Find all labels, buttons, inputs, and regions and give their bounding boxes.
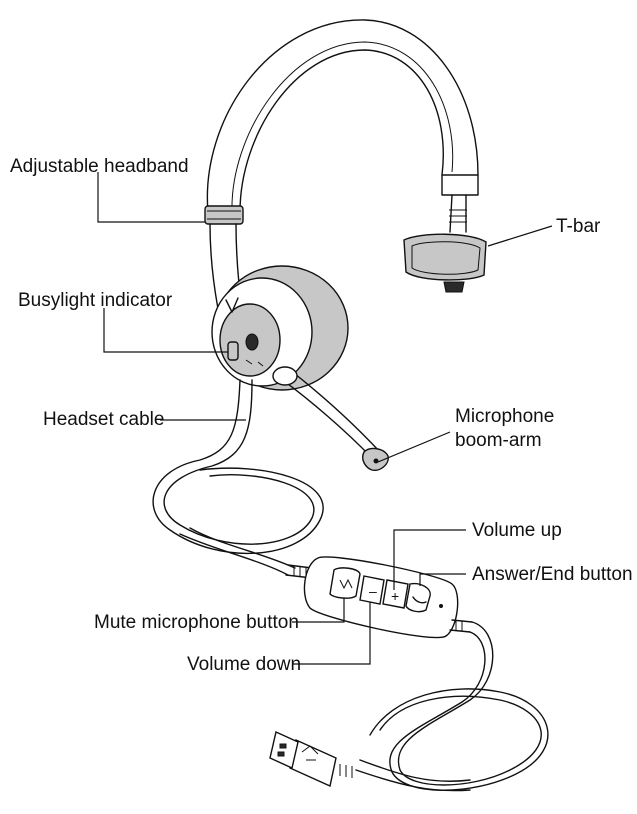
volume-down-button[interactable] <box>359 575 385 605</box>
busylight-led <box>227 341 239 361</box>
usb-cable <box>355 619 549 792</box>
label-t-bar: T-bar <box>556 216 601 237</box>
volume-down-symbol: – <box>369 583 377 599</box>
callout-labels: Adjustable headband T-bar Busylight indi… <box>10 156 633 675</box>
microphone-boom <box>272 366 389 471</box>
headband-slider <box>204 205 244 225</box>
label-volume-up: Volume up <box>472 520 562 541</box>
label-mute: Mute microphone button <box>94 612 299 633</box>
inline-controller: – + <box>303 556 459 639</box>
volume-up-symbol: + <box>391 588 399 604</box>
label-headset-cable: Headset cable <box>43 409 164 430</box>
label-answer-end: Answer/End button <box>472 564 633 585</box>
earpiece <box>211 265 349 391</box>
usb-plug <box>269 731 353 787</box>
label-boom-arm: boom-arm <box>455 430 542 451</box>
label-headband: Adjustable headband <box>10 156 189 177</box>
headset-cable <box>152 379 324 579</box>
volume-up-button[interactable] <box>382 579 409 609</box>
label-busylight: Busylight indicator <box>18 290 173 311</box>
t-bar <box>403 194 487 293</box>
mute-button[interactable] <box>329 567 361 599</box>
label-volume-down: Volume down <box>187 654 301 675</box>
label-microphone: Microphone <box>455 406 554 427</box>
controller-led <box>439 604 443 608</box>
leader-lines <box>97 172 553 665</box>
answer-end-button[interactable] <box>405 582 431 613</box>
